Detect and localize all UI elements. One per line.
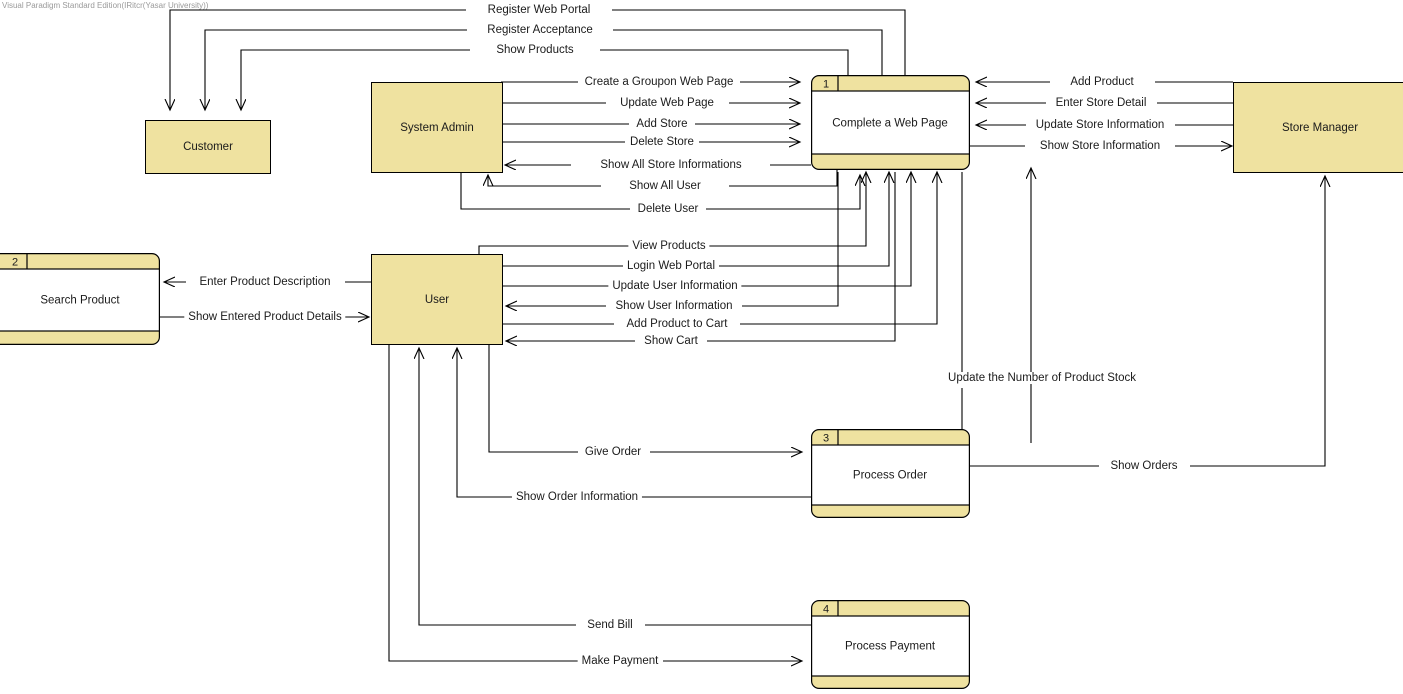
flow-label-update-web-page: Update Web Page (616, 97, 718, 109)
flow-label-update-the-number-of-product-stock: Update the Number of Product Stock (944, 372, 1140, 384)
process-3-body (811, 444, 971, 506)
flow-label-show-cart: Show Cart (640, 335, 702, 347)
flow-label-delete-store: Delete Store (626, 136, 698, 148)
process-1-label: Complete a Web Page (832, 118, 948, 130)
line-show-all-user-a (729, 170, 838, 187)
flow-label-send-bill: Send Bill (583, 619, 637, 631)
process-2-search-product[interactable]: 2 Search Product (0, 253, 161, 346)
line-view-products-b (708, 172, 866, 247)
process-4-body (811, 615, 971, 677)
line-show-order-info-b (457, 348, 514, 498)
entity-label-system-admin: System Admin (400, 121, 474, 134)
process-4-label: Process Payment (845, 641, 936, 653)
flow-label-show-all-store-information: Show All Store Informations (596, 159, 746, 171)
line-show-products (600, 49, 849, 75)
process-3-process-order[interactable]: 3 Process Order (811, 429, 971, 519)
line-register-web-portal (612, 9, 906, 75)
flow-label-give-order: Give Order (580, 446, 646, 458)
process-4-number: 4 (823, 604, 829, 616)
flow-label-view-products: View Products (628, 240, 710, 252)
line-delete-user-a (460, 171, 630, 210)
entity-label-customer: Customer (183, 141, 233, 153)
flow-label-make-payment: Make Payment (577, 655, 663, 667)
watermark-text: Visual Paradigm Standard Edition(IRitcr(… (2, 1, 209, 10)
flow-label-enter-product-description: Enter Product Description (195, 276, 335, 288)
flow-label-show-orders: Show Orders (1106, 460, 1182, 472)
flow-label-update-user-information: Update User Information (608, 280, 742, 292)
process-2-number: 2 (12, 257, 18, 269)
entity-label-store-manager: Store Manager (1281, 121, 1359, 134)
line-give-order-a (488, 343, 578, 453)
flow-label-register-acceptance: Register Acceptance (483, 24, 597, 36)
flow-label-show-store-information: Show Store Information (1035, 140, 1165, 152)
process-3-label: Process Order (853, 470, 927, 482)
flow-label-add-product-to-cart: Add Product to Cart (622, 318, 732, 330)
line-delete-user-b (706, 175, 860, 210)
flow-label-show-all-user: Show All User (625, 180, 705, 192)
line-make-payment-a (388, 343, 578, 662)
flow-label-show-user-information: Show User Information (611, 300, 737, 312)
line-view-products-a (478, 245, 631, 254)
process-1-number: 1 (823, 79, 829, 91)
line-login-web-portal-b (714, 172, 889, 267)
process-2-label: Search Product (40, 295, 120, 307)
flow-label-login-web-portal: Login Web Portal (622, 260, 720, 272)
line-register-web-portal-2 (170, 9, 466, 110)
line-send-bill-b (419, 348, 576, 626)
flow-label-create-groupon-web-page: Create a Groupon Web Page (580, 76, 738, 88)
process-1-body (811, 90, 971, 155)
flow-label-show-order-information: Show Order Information (511, 491, 643, 503)
line-update-user-info-b (740, 172, 911, 287)
flow-label-delete-user: Delete User (633, 203, 703, 215)
line-show-all-user-b (488, 175, 601, 187)
flow-label-show-entered-product-details: Show Entered Product Details (184, 311, 346, 323)
external-entity-user[interactable]: User (371, 254, 503, 345)
external-entity-customer[interactable]: Customer (145, 120, 271, 174)
process-2-body (0, 268, 161, 332)
external-entity-store-manager[interactable]: Store Manager (1233, 82, 1403, 173)
line-register-acceptance-2 (205, 29, 467, 110)
flow-label-add-product: Add Product (1066, 76, 1138, 88)
external-entity-system-admin[interactable]: System Admin (371, 82, 503, 173)
flow-label-enter-store-detail: Enter Store Detail (1051, 97, 1151, 109)
flow-label-add-store: Add Store (632, 118, 692, 130)
flow-label-register-web-portal: Register Web Portal (483, 4, 595, 16)
line-show-cart-a (707, 172, 896, 342)
process-1-complete-a-web-page[interactable]: 1 Complete a Web Page (811, 75, 971, 171)
flow-label-show-products: Show Products (492, 44, 578, 56)
entity-label-user: User (424, 293, 450, 306)
line-add-to-cart-b (740, 172, 937, 325)
line-show-orders-b (1190, 176, 1325, 467)
line-show-products-2 (241, 49, 470, 110)
line-register-acceptance (613, 29, 883, 75)
process-4-process-payment[interactable]: 4 Process Payment (811, 600, 971, 690)
process-3-number: 3 (823, 433, 829, 445)
flow-label-update-store-information: Update Store Information (1031, 119, 1169, 131)
line-show-user-info-a (742, 172, 839, 307)
